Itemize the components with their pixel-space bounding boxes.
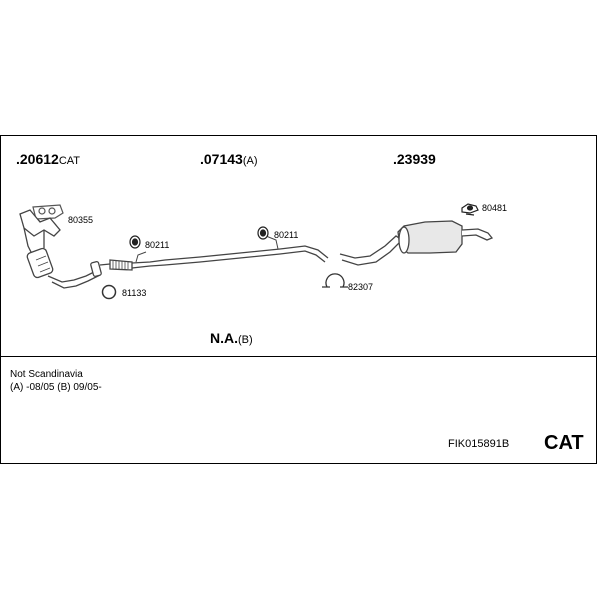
diagram-frame bbox=[0, 135, 597, 464]
rubber-hanger-icon bbox=[461, 203, 479, 216]
accessory-label-80355: 80355 bbox=[68, 215, 94, 225]
kit-type: CAT bbox=[544, 432, 584, 454]
rear-silencer-icon bbox=[339, 220, 494, 266]
part-label-front-pipe: .07143(A) bbox=[200, 151, 258, 167]
sealing-ring-icon bbox=[101, 284, 117, 300]
part-suffix: CAT bbox=[58, 155, 81, 167]
part-suffix: (A) bbox=[242, 155, 258, 167]
note-line-2: (A) -08/05 (B) 09/05- bbox=[10, 382, 102, 393]
accessory-label-80211-right: 80211 bbox=[274, 230, 299, 240]
part-suffix: (B) bbox=[238, 334, 253, 346]
part-label-rear-silencer: .23939 bbox=[393, 151, 436, 167]
accessory-label-81133: 81133 bbox=[122, 288, 147, 298]
part-label-na: N.A.(B) bbox=[210, 330, 253, 346]
accessory-label-80211-left: 80211 bbox=[145, 240, 170, 250]
accessory-label-82307: 82307 bbox=[348, 282, 374, 292]
part-number: .07143 bbox=[200, 151, 243, 167]
catalytic-manifold-icon bbox=[19, 209, 102, 289]
part-number: N.A. bbox=[210, 330, 238, 346]
pipe-clamp-icon bbox=[322, 273, 348, 288]
accessory-label-80481: 80481 bbox=[482, 203, 508, 213]
part-number: .23939 bbox=[393, 151, 436, 167]
kit-code: FIK015891B bbox=[448, 438, 510, 450]
part-label-manifold: .20612CAT bbox=[16, 151, 80, 167]
rubber-mount-left-icon bbox=[129, 235, 141, 249]
rubber-mount-right-icon bbox=[257, 226, 269, 240]
part-number: .20612 bbox=[16, 151, 59, 167]
frame-divider bbox=[0, 356, 597, 357]
note-line-1: Not Scandinavia bbox=[10, 369, 83, 380]
front-pipe-icon bbox=[99, 235, 329, 271]
